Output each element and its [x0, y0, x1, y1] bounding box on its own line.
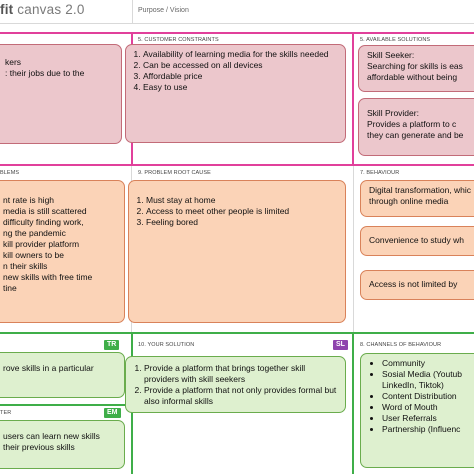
behaviour-card-3: Access is not limited by	[360, 270, 474, 300]
channel-item: Word of Mouth	[382, 402, 474, 413]
channel-item: LinkedIn, Tiktok)	[382, 380, 444, 390]
emotions-line: their previous skills	[3, 442, 75, 452]
middle-pink-divider	[0, 164, 474, 166]
channels-label: 8. CHANNELS of BEHAVIOUR	[360, 342, 442, 348]
skill-provider-line: Skill Provider:	[367, 108, 419, 118]
triggers-text: rove skills in a particular	[3, 363, 94, 373]
customer-constraints-card: Availability of learning media for the s…	[125, 44, 346, 143]
triggers-label: TER	[0, 410, 12, 416]
skill-seeker-line: Skill Seeker:	[367, 50, 415, 60]
your-solution-card: Provide a platform that brings together …	[125, 356, 346, 413]
problem-line: difficulty finding work,	[3, 217, 84, 227]
solution-item: Provide a platform that brings together …	[144, 363, 341, 385]
constraint-item: Can be accessed on all devices	[143, 60, 339, 71]
green-left-divider	[0, 404, 131, 406]
problem-line: n their skills	[3, 261, 48, 271]
canvas-title: fit canvas 2.0	[0, 2, 85, 17]
top-pink-divider	[0, 32, 474, 34]
constraint-item: Affordable price	[143, 71, 339, 82]
behaviour-line: through online media	[369, 196, 449, 206]
customer-segment-line: kers	[5, 57, 22, 67]
available-solutions-label: 5. AVAILABLE SOLUTIONS	[360, 37, 431, 43]
root-cause-item: Must stay at home	[146, 195, 341, 206]
skill-provider-card: Skill Provider: Provides a platform to c…	[358, 98, 474, 156]
em-tag: EM	[104, 408, 121, 418]
problem-line: nt rate is high	[3, 195, 55, 205]
behaviour-card-1: Digital transformation, whic through onl…	[360, 180, 474, 217]
customer-segment-card: kers : their jobs due to the	[0, 44, 122, 144]
green-horizontal-divider	[0, 332, 474, 334]
skill-provider-line: they can generate and be	[367, 130, 464, 140]
behaviour-label: 7. BEHAVIOUR	[360, 170, 400, 176]
your-solution-label: 10. YOUR SOLUTION	[138, 342, 195, 348]
green-vertical-2	[352, 334, 354, 474]
emotions-card: users can learn new skills their previou…	[0, 420, 125, 469]
header-divider	[132, 0, 133, 24]
problem-line: new skills with free time	[3, 272, 93, 282]
root-cause-item: Feeling bored	[146, 217, 341, 228]
skill-seeker-card: Skill Seeker: Searching for skills is ea…	[358, 45, 474, 92]
root-cause-card: Must stay at home Access to meet other p…	[128, 180, 346, 323]
behaviour-line: Access is not limited by	[369, 279, 458, 289]
behaviour-line: Convenience to study wh	[369, 235, 464, 245]
channel-item: Partnership (Influenc	[382, 424, 474, 435]
behaviour-line: Digital transformation, whic	[369, 185, 472, 195]
constraint-item: Easy to use	[143, 82, 339, 93]
problems-card: nt rate is high media is still scattered…	[0, 180, 125, 323]
skill-seeker-line: Searching for skills is eas	[367, 61, 463, 71]
problem-root-cause-label: 9. PROBLEM ROOT CAUSE	[138, 170, 211, 176]
channels-card: Community Sosial Media (Youtub LinkedIn,…	[360, 353, 474, 468]
gray-vertical-2	[353, 166, 354, 332]
problem-line: ng the pandemic	[3, 228, 66, 238]
triggers-card: rove skills in a particular	[0, 352, 125, 398]
solution-item: Provide a platform that not only provide…	[144, 385, 341, 407]
problem-line: media is still scattered	[3, 206, 87, 216]
problem-line: kill provider platform	[3, 239, 80, 249]
skill-seeker-line: affordable without being	[367, 72, 458, 82]
pink-vertical-2	[352, 32, 354, 166]
problem-line: kill owners to be	[3, 250, 64, 260]
channel-item: User Referrals	[382, 413, 474, 424]
channel-item: Sosial Media (Youtub	[382, 369, 474, 380]
customer-segment-line: : their jobs due to the	[5, 68, 85, 78]
channel-item: Community	[382, 358, 474, 369]
constraint-item: Availability of learning media for the s…	[143, 49, 339, 60]
channel-item: Content Distribution	[382, 391, 474, 402]
emotions-line: users can learn new skills	[3, 431, 100, 441]
tr-tag: TR	[104, 340, 120, 350]
root-cause-item: Access to meet other people is limited	[146, 206, 341, 217]
purpose-vision-label: Purpose / Vision	[138, 7, 189, 14]
problems-label: BLEMS	[0, 170, 20, 176]
behaviour-card-2: Convenience to study wh	[360, 226, 474, 256]
customer-constraints-label: 5. CUSTOMER CONSTRAINTS	[138, 37, 219, 43]
problem-line: tine	[3, 283, 17, 293]
skill-provider-line: Provides a platform to c	[367, 119, 457, 129]
sl-tag: SL	[333, 340, 348, 350]
canvas-header	[0, 0, 474, 24]
